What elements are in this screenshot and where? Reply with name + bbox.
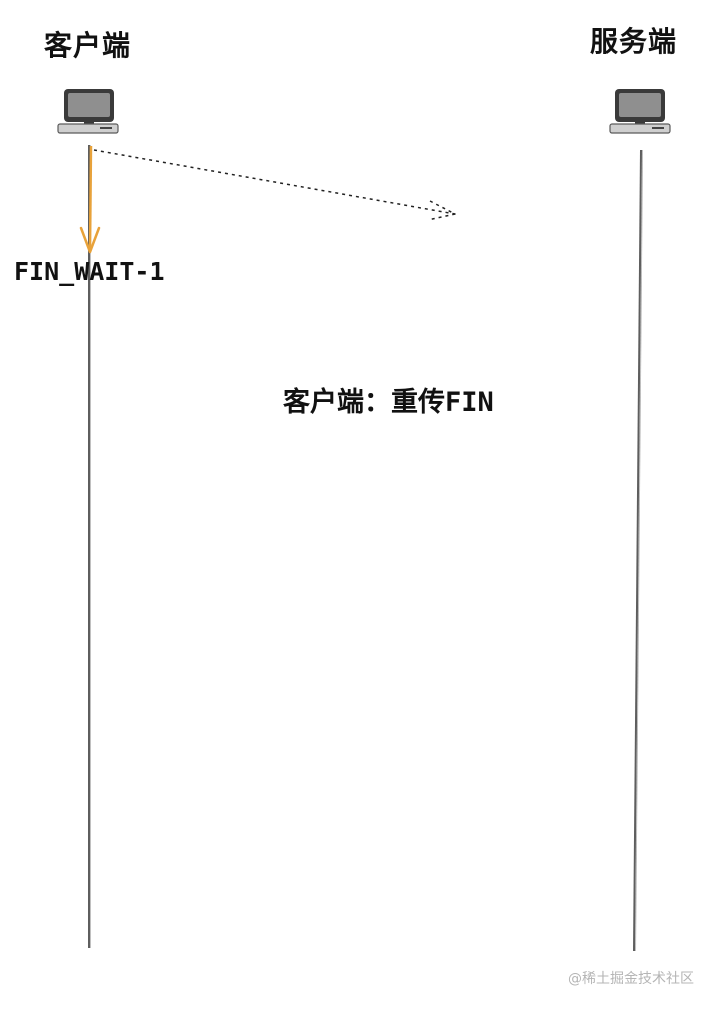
- client-computer-icon: [57, 89, 119, 134]
- fin-message-arrow: [93, 149, 456, 221]
- client-state-arrow: [79, 145, 101, 254]
- client-title: 客户端: [44, 29, 132, 62]
- server-title: 服务端: [590, 25, 678, 58]
- watermark: @稀土掘金技术社区: [568, 971, 694, 987]
- client-state-label: FIN_WAIT-1: [14, 257, 165, 286]
- server-timeline: [633, 149, 642, 952]
- server-computer-icon: [609, 89, 671, 134]
- retransmit-annotation: 客户端：重传FIN: [283, 387, 494, 418]
